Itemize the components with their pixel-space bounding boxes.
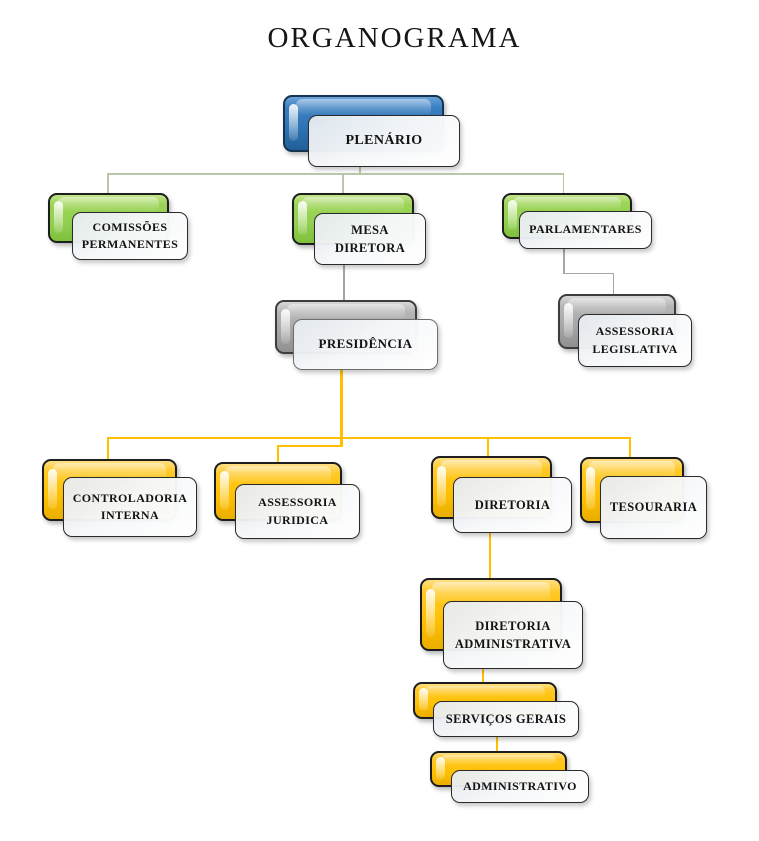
gloss-sheen (441, 755, 556, 766)
node-label-text: COMISSÕES PERMANENTES (81, 219, 179, 251)
connector-step-juridica-hbar (277, 445, 342, 447)
connector-plenario-stem (359, 165, 361, 174)
connector-servicos-administrativo (496, 734, 498, 752)
connector-drop-assessoria-legislativa (612, 272, 614, 296)
node-label-text: MESA DIRETORA (334, 222, 406, 255)
gloss-sheen (58, 197, 159, 212)
node-label: PARLAMENTARES (519, 211, 652, 249)
gloss-highlight (508, 200, 517, 230)
gloss-sheen (424, 686, 546, 697)
connector-level1-hbar (107, 173, 564, 175)
gloss-sheen (286, 304, 406, 320)
node-label: ADMINISTRATIVO (451, 770, 589, 803)
connector-diretoria-diradm (489, 531, 491, 579)
node-label-text: PARLAMENTARES (529, 222, 642, 237)
connector-drop-controladoria (107, 437, 109, 460)
gloss-sheen (295, 99, 432, 116)
node-label-text: DIRETORIA (474, 497, 551, 512)
node-label-text: ASSESSORIA JURIDICA (258, 495, 337, 527)
gloss-highlight (220, 471, 229, 510)
node-label-text: CONTROLADORIA INTERNA (72, 490, 188, 522)
gloss-sheen (224, 466, 332, 484)
gloss-highlight (564, 302, 573, 339)
connector-drop-comissoes (107, 173, 109, 194)
connector-drop-parlamentares (562, 173, 564, 194)
connector-drop-diretoria (487, 437, 489, 457)
connector-level3-hbar (107, 437, 631, 439)
node-label: MESA DIRETORA (314, 213, 426, 265)
node-label-text: ASSESSORIA LEGISLATIVA (592, 324, 678, 356)
gloss-highlight (281, 308, 290, 344)
node-label: DIRETORIA ADMINISTRATIVA (443, 601, 583, 669)
gloss-highlight (426, 588, 435, 638)
node-label: DIRETORIA (453, 477, 572, 533)
gloss-highlight (298, 201, 307, 235)
node-label: CONTROLADORIA INTERNA (63, 477, 197, 537)
gloss-sheen (302, 197, 404, 213)
gloss-sheen (53, 463, 166, 482)
node-label: ASSESSORIA JURIDICA (235, 484, 360, 539)
gloss-sheen (589, 461, 675, 481)
gloss-highlight (436, 757, 445, 780)
gloss-sheen (567, 298, 667, 315)
gloss-sheen (512, 197, 622, 211)
connector-drop-tesouraria (629, 437, 631, 458)
connector-diradm-servicos (482, 666, 484, 683)
connector-presidencia-stem (340, 368, 343, 447)
node-label-text: PLENÁRIO (345, 132, 423, 148)
gloss-sheen (441, 460, 542, 479)
gloss-sheen (431, 582, 551, 605)
node-label: TESOURARIA (600, 476, 707, 539)
gloss-highlight (437, 465, 446, 507)
connector-parlamentares-stem (563, 247, 565, 274)
node-label-text: DIRETORIA ADMINISTRATIVA (454, 618, 572, 651)
node-label: ASSESSORIA LEGISLATIVA (578, 314, 692, 367)
node-label-text: ADMINISTRATIVO (463, 778, 577, 793)
connector-drop-juridica (277, 445, 279, 464)
connector-parlamentares-hbar (563, 272, 614, 274)
gloss-highlight (54, 200, 63, 234)
node-label: PRESIDÊNCIA (293, 319, 438, 370)
gloss-highlight (586, 467, 595, 511)
node-label: SERVIÇOS GERAIS (433, 701, 579, 737)
connector-mesa-presidencia (343, 263, 345, 301)
node-label-text: PRESIDÊNCIA (318, 336, 413, 352)
node-label-text: SERVIÇOS GERAIS (445, 711, 567, 726)
gloss-highlight (419, 688, 428, 712)
node-label: PLENÁRIO (308, 115, 460, 167)
node-label: COMISSÕES PERMANENTES (72, 212, 188, 260)
connector-drop-mesa (342, 173, 344, 194)
node-label-text: TESOURARIA (609, 500, 698, 515)
gloss-highlight (289, 103, 298, 141)
gloss-highlight (48, 468, 57, 510)
chart-title: ORGANOGRAMA (267, 22, 522, 54)
